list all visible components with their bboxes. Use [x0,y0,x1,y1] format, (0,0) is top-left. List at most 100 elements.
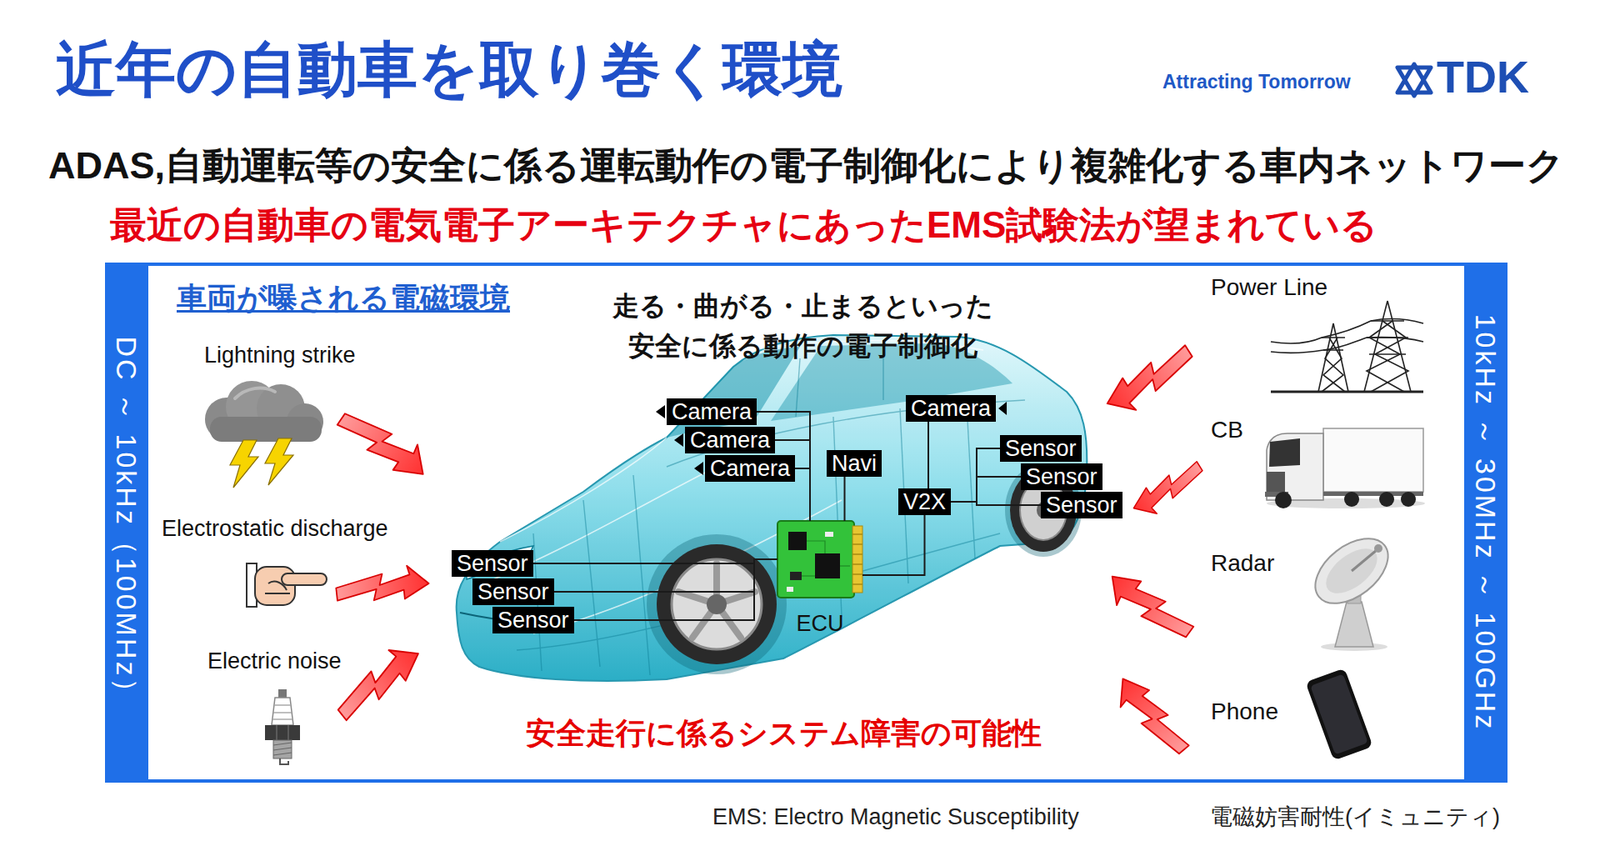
spark-plug-icon [273,740,292,759]
ecu-board [852,563,863,565]
tagline: Attracting Tomorrow [1162,70,1351,95]
spark-plug-icon [274,704,291,706]
signal-wire [795,468,810,521]
camera-direction-marker [998,401,1007,415]
tdk-emblem [1397,67,1431,96]
spark-plug-icon [272,718,293,720]
power-line-icon [1318,323,1349,392]
signal-wire [950,448,1000,502]
component-name: Navi [831,450,877,476]
car-illustration [633,475,650,675]
esd-hand-icon [265,592,290,595]
headline: ADAS,自動運転等の安全に係る運転動作の電子制御化により複雑化する車内ネットワ… [48,143,1565,189]
component-tag: Camera [705,455,795,482]
frequency-band: DC ～ 10kHz（100MHz） [105,262,149,783]
ecu-board [852,573,863,575]
component-name: Camera [710,455,790,481]
section-heading: 車両が曝される電磁環境 [176,280,510,316]
car-illustration [966,404,975,559]
spark-plug-icon [265,689,300,765]
phone-icon [1310,673,1369,755]
car-illustration [795,358,800,417]
ecu-board [801,540,850,576]
spark-plug-icon [273,742,292,755]
car-illustration [678,563,755,638]
car-illustration [516,340,1025,675]
power-line-icon [1366,320,1409,392]
ecu-board [852,543,863,545]
spark-plug-icon [287,725,290,740]
frequency-range: 10kHz ～ 30MHz ～ 100GHz [1471,314,1500,732]
spark-plug-icon [276,725,289,740]
car-illustration [646,534,787,675]
ecu-board [801,575,815,576]
radar-dish-icon [1318,540,1385,602]
camera-direction-marker [694,461,704,475]
ecu-board [852,534,863,585]
spark-plug-icon [272,705,293,720]
interference-bolt [328,340,1209,764]
ecu-board [852,583,863,585]
ecu-board [790,571,802,580]
truck-icon [1379,491,1395,507]
slide-title: 近年の自動車を取り巻く環境 [55,36,843,103]
truck-icon [1400,491,1416,507]
car-illustration [656,544,777,665]
car-illustration [456,335,1088,681]
interference-bolt [1107,670,1194,763]
component-tag: Sensor [472,578,555,605]
truck-icon [1275,491,1292,509]
car-illustration [706,594,727,615]
component-tag: Sensor [492,606,575,634]
warning-text: 安全走行に係るシステム障害の可能性 [525,715,1042,751]
ecu-label: ECU [777,610,863,636]
component-name: Camera [690,427,770,453]
lightning-cloud-icon [210,416,322,442]
truck-icon [1344,491,1360,507]
phone-icon [1305,667,1373,760]
source-label: Lightning strike [204,341,356,369]
signal-wire [574,559,778,620]
esd-hand-icon [246,563,327,607]
component-name: Camera [910,395,991,421]
component-name: V2X [903,489,946,515]
spark-plug-icon [275,725,278,740]
signal-wire [844,476,846,521]
interference-bolt [1128,457,1210,523]
source-label: Radar [1210,549,1275,578]
source-label: Phone [1210,697,1279,726]
component-name: Sensor [456,550,529,576]
interference-bolt [1100,340,1200,422]
spark-plug-icon [273,747,292,750]
radar-dish-icon [1303,525,1400,617]
source-label: Electrostatic discharge [161,515,389,542]
power-line-icon [1321,337,1345,392]
spark-plug-icon [273,711,292,714]
interference-bolt [328,636,427,725]
radar-dish-icon [1351,550,1377,571]
truck-icon [1269,438,1300,467]
spark-plug-icon [278,689,287,698]
spark-plug-icon [265,725,300,740]
car-illustration [583,500,600,667]
ecu-board [852,553,863,555]
frequency-band: 10kHz ～ 30MHz ～ 100GHz [1464,262,1508,783]
brand-name: TDK [1436,50,1530,105]
component-name: Sensor [497,607,570,633]
ecu-board [815,553,840,579]
esd-hand-icon [281,573,327,585]
signal-wire [950,476,1021,502]
signal-wire [950,501,1041,505]
power-line-icon [1270,300,1424,392]
component-name: Sensor [1045,492,1118,518]
lightning-cloud-icon [265,438,294,485]
component-name: Sensor [1005,435,1077,461]
spark-plug-icon [271,697,294,725]
signal-wire [862,515,925,575]
car-illustration [671,559,762,650]
component-tag: Sensor [1040,491,1123,519]
component-tag: Sensor [1000,435,1082,462]
car-illustration [500,437,667,542]
signal-wire [554,559,778,592]
radar-dish-icon [1335,601,1374,647]
